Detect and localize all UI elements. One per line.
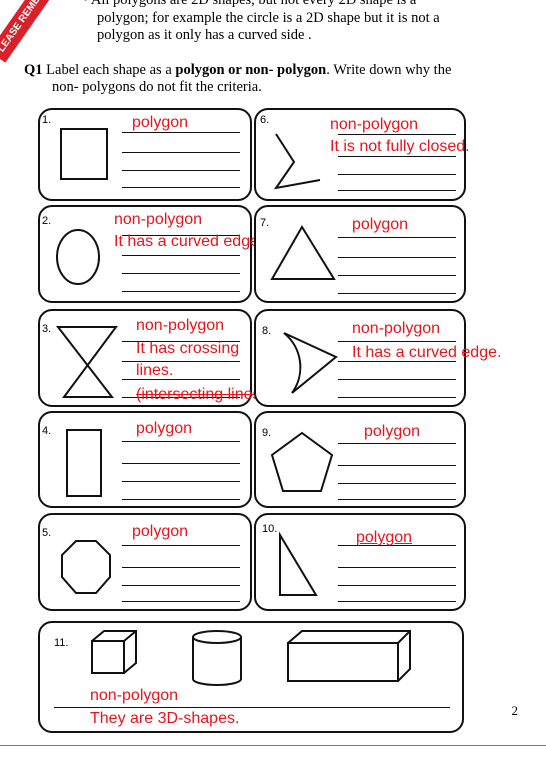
square-icon: [60, 128, 108, 180]
card-reason: It has a curved edge.: [352, 344, 502, 361]
card-number: 5.: [42, 527, 52, 539]
card-answer[interactable]: polygon: [352, 216, 409, 233]
card-2: 2. non-polygon It has a curved edge.: [38, 205, 263, 303]
cuboid-icon: [287, 630, 411, 682]
card-number: 11.: [54, 637, 69, 649]
card-reason: It has crossing: [136, 340, 240, 357]
card-7: 7. polygon: [254, 205, 466, 303]
card-11: 11. non-polygon They are 3D-shapes.: [38, 621, 464, 733]
card-number: 10.: [262, 523, 278, 535]
fan-shape-icon: [283, 332, 338, 394]
rectangle-icon: [66, 429, 102, 497]
card-answer[interactable]: non-polygon: [114, 211, 203, 228]
card-number: 7.: [260, 217, 270, 229]
page-bottom-rule: [0, 745, 546, 746]
card-reason: lines.: [136, 362, 174, 379]
card-number: 6.: [260, 114, 270, 126]
card-number: 4.: [42, 425, 52, 437]
card-reason: It has a curved edge.: [114, 233, 264, 250]
question-text-a: Label each shape as a: [46, 62, 176, 78]
question-number: Q1: [24, 62, 43, 78]
card-reason: (intersecting lines).: [136, 386, 271, 403]
card-8: 8. non-polygon It has a curved edge.: [254, 309, 501, 407]
question-text-b: . Write down why the: [326, 62, 452, 78]
card-answer[interactable]: polygon: [132, 523, 189, 540]
card-answer[interactable]: polygon: [136, 420, 193, 437]
card-answer[interactable]: polygon: [356, 529, 413, 546]
octagon-icon: [61, 540, 111, 594]
bent-triangle-icon: [273, 133, 321, 190]
card-answer[interactable]: polygon: [132, 114, 189, 131]
card-answer[interactable]: non-polygon: [136, 317, 225, 334]
card-10: 10. polygon: [254, 513, 466, 611]
page-number: 2: [511, 703, 519, 718]
please-remember-badge: PLEASE REMEMBER: [0, 0, 58, 63]
card-9: 9. polygon: [254, 411, 466, 508]
question-q1: Q1 Label each shape as a polygon or non-…: [24, 62, 524, 96]
question-text-bold: polygon or non- polygon: [175, 62, 327, 78]
card-1: 1. polygon: [38, 108, 252, 201]
card-3: 3. non-polygon It has crossing lines. (i…: [38, 309, 270, 407]
pentagon-icon: [270, 431, 334, 492]
card-6: 6. non-polygon It is not fully closed.: [254, 108, 470, 201]
cylinder-icon: [192, 630, 242, 686]
card-number: 3.: [42, 323, 52, 335]
intro-line-2: polygon as it only has a curved side .: [97, 27, 312, 43]
intro-line-1: polygon; for example the circle is a 2D …: [97, 10, 440, 26]
card-number: 1.: [42, 114, 52, 126]
intro-line-0: • All polygons are 2D shapes, but not ev…: [83, 0, 417, 8]
card-5: 5. polygon: [38, 513, 252, 611]
card-reason: They are 3D-shapes.: [90, 710, 240, 727]
card-number: 2.: [42, 215, 52, 227]
card-answer[interactable]: non-polygon: [352, 320, 441, 337]
card-number: 9.: [262, 427, 272, 439]
intro-text: • All polygons are 2D shapes, but not ev…: [83, 0, 527, 54]
right-triangle-icon: [279, 531, 318, 596]
card-answer[interactable]: polygon: [364, 423, 421, 440]
cube-icon: [91, 630, 137, 674]
card-4: 4. polygon: [38, 411, 252, 508]
question-text-line2: non- polygons do not fit the criteria.: [52, 79, 262, 95]
triangle-icon: [270, 225, 336, 280]
card-answer[interactable]: non-polygon: [90, 687, 179, 704]
card-answer[interactable]: non-polygon: [330, 116, 419, 133]
card-reason: It is not fully closed.: [330, 138, 470, 155]
hourglass-crossing-icon: [55, 326, 118, 398]
card-number: 8.: [262, 325, 272, 337]
circle-icon: [56, 229, 100, 285]
